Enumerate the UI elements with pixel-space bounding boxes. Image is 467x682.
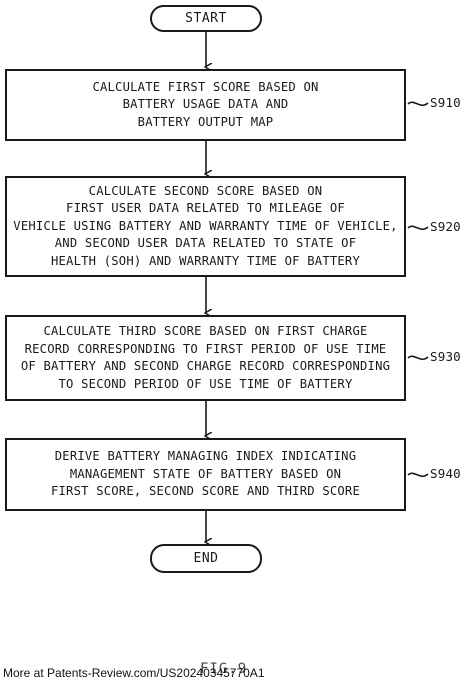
step-s920-line: FIRST USER DATA RELATED TO MILEAGE OF <box>66 201 345 216</box>
step-s910-line: CALCULATE FIRST SCORE BASED ON <box>92 79 319 94</box>
step-s940-line: DERIVE BATTERY MANAGING INDEX INDICATING <box>54 449 357 464</box>
step-s930-line: TO SECOND PERIOD OF USE TIME OF BATTERY <box>58 376 353 391</box>
end-terminator: END <box>150 544 262 573</box>
step-s920-line: AND SECOND USER DATA RELATED TO STATE OF <box>54 236 357 251</box>
start-label: START <box>185 11 227 26</box>
step-id-s920: S920 <box>430 219 461 234</box>
step-box-s920: CALCULATE SECOND SCORE BASED ON FIRST US… <box>5 176 406 277</box>
start-terminator: START <box>150 5 262 32</box>
leader-s920 <box>407 225 429 231</box>
figure-label: FIG.9 <box>200 661 248 677</box>
step-id-s940: S940 <box>430 466 461 481</box>
step-box-s940: DERIVE BATTERY MANAGING INDEX INDICATING… <box>5 438 406 511</box>
step-s930-line: RECORD CORRESPONDING TO FIRST PERIOD OF … <box>24 341 387 356</box>
step-id-s930: S930 <box>430 349 461 364</box>
step-s910-line: BATTERY OUTPUT MAP <box>137 114 274 129</box>
leader-s940 <box>407 472 429 478</box>
step-s940-line: MANAGEMENT STATE OF BATTERY BASED ON <box>69 466 342 481</box>
step-s940-line: FIRST SCORE, SECOND SCORE AND THIRD SCOR… <box>50 484 361 499</box>
step-box-s910: CALCULATE FIRST SCORE BASED ON BATTERY U… <box>5 69 406 141</box>
step-s920-line: VEHICLE USING BATTERY AND WARRANTY TIME … <box>13 218 398 233</box>
leader-s930 <box>407 355 429 361</box>
end-label: END <box>193 551 219 566</box>
step-s930-line: OF BATTERY AND SECOND CHARGE RECORD CORR… <box>20 359 391 373</box>
step-s930-line: CALCULATE THIRD SCORE BASED ON FIRST CHA… <box>43 324 368 338</box>
patents-review-link[interactable]: More at Patents-Review.com/US20240345770… <box>3 666 265 680</box>
leader-s910 <box>407 101 429 107</box>
step-box-s930: CALCULATE THIRD SCORE BASED ON FIRST CHA… <box>5 315 406 401</box>
step-s920-line: HEALTH (SOH) AND WARRANTY TIME OF BATTER… <box>50 253 361 268</box>
step-s910-line: BATTERY USAGE DATA AND <box>122 97 289 112</box>
step-id-s910: S910 <box>430 95 461 110</box>
step-s920-line: CALCULATE SECOND SCORE BASED ON <box>88 183 323 198</box>
